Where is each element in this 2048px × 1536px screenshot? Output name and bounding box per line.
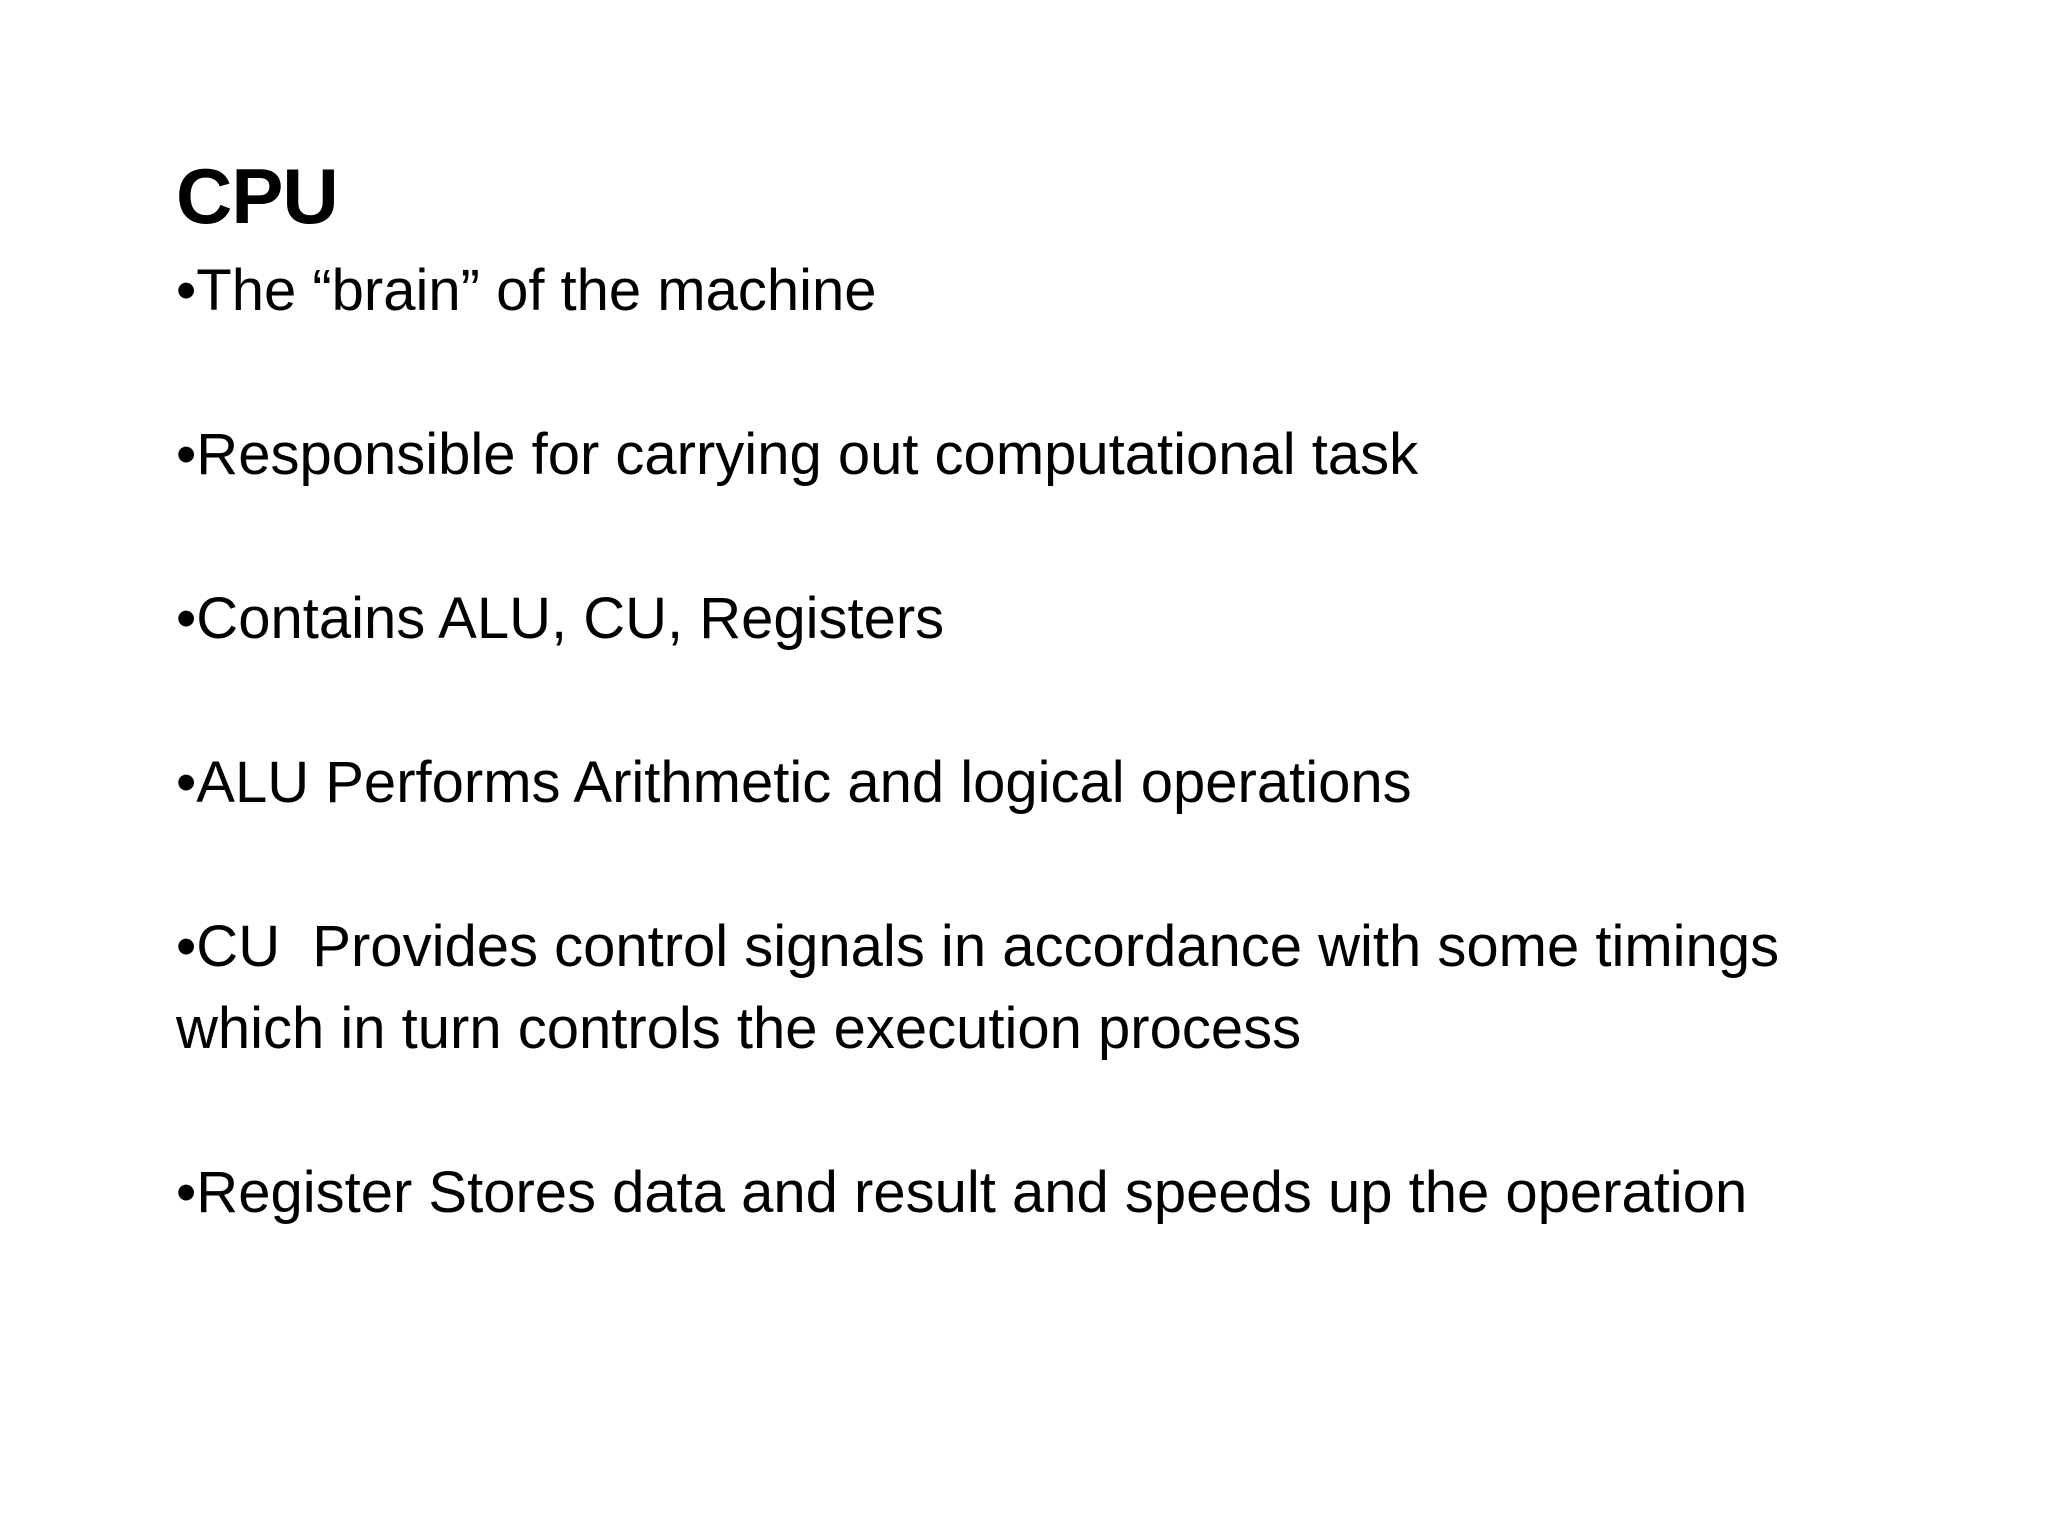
slide-title: CPU [176, 152, 339, 240]
bullet-item: •ALU Performs Arithmetic and logical ope… [176, 750, 1412, 815]
bullet-item: •The “brain” of the machine [176, 258, 877, 323]
bullet-item: •Contains ALU, CU, Registers [176, 586, 945, 651]
bullet-list: •The “brain” of the machine •Responsible… [176, 250, 1816, 1234]
bullet-item: •Responsible for carrying out computatio… [176, 422, 1419, 487]
bullet-item: •Register Stores data and result and spe… [176, 1160, 1748, 1225]
bullet-item: •CU Provides control signals in accordan… [176, 914, 1796, 1061]
